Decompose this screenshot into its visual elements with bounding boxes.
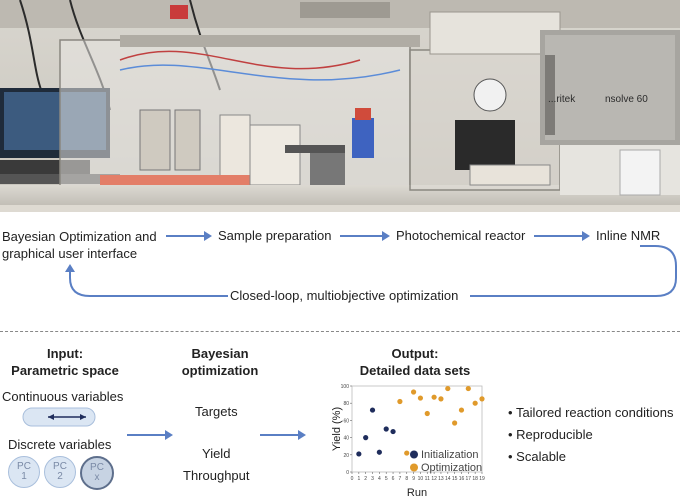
- y-tick-label: 40: [343, 436, 349, 442]
- y-tick-label: 20: [343, 453, 349, 459]
- x-tick-label: 0: [351, 476, 354, 482]
- plot-frame: [351, 385, 483, 473]
- loop-label: Closed-loop, multiobjective optimization: [230, 288, 459, 303]
- x-tick-label: 7: [399, 476, 402, 482]
- outcome-reproducible: Reproducible: [508, 427, 593, 442]
- yield-label: Yield: [202, 446, 231, 461]
- x-tick-label: 6: [392, 476, 395, 482]
- input-to-bayes-arrow: [127, 430, 173, 440]
- legend-label-initialization: Initialization: [421, 449, 478, 461]
- x-tick-label: 3: [371, 476, 374, 482]
- data-point-initialization: [376, 449, 382, 455]
- data-point-optimization: [479, 396, 485, 402]
- bayes-heading-line2: optimization: [181, 363, 259, 378]
- data-point-optimization: [452, 420, 458, 426]
- x-tick-label: 10: [418, 476, 424, 482]
- x-tick-label: 14: [445, 476, 451, 482]
- lab-photo: nsolve 60 ...ritek: [0, 0, 680, 212]
- bayes-heading: Bayesian optimization: [165, 345, 275, 379]
- legend-label-optimization: Optimization: [421, 462, 482, 474]
- x-tick-label: 18: [472, 476, 478, 482]
- y-tick-label: 100: [341, 384, 350, 390]
- data-point-initialization: [369, 407, 376, 413]
- flow-step-bayesian-line2: graphical user interface: [2, 246, 138, 261]
- data-point-optimization: [404, 450, 410, 456]
- output-heading-line2: Detailed data sets: [359, 363, 471, 378]
- pc-1-line2: 1: [21, 471, 27, 482]
- section-divider: [0, 331, 680, 332]
- pc-1-line1: PC: [17, 461, 31, 472]
- continuous-variables-label: Continuous variables: [2, 389, 124, 404]
- flow-step-bayesian-line1: Bayesian Optimization and: [2, 229, 157, 244]
- outcome-scalable: Scalable: [508, 449, 566, 464]
- x-tick-label: 9: [412, 476, 415, 482]
- data-point-initialization: [390, 428, 396, 435]
- pc-2-line1: PC: [53, 461, 67, 472]
- flow-arrows: [65, 231, 677, 297]
- legend-marker-initialization: [410, 450, 418, 459]
- x-tick-label: 2: [364, 476, 367, 482]
- y-tick-label: 60: [343, 418, 349, 424]
- pc-x-line1: PC: [90, 462, 104, 473]
- x-tick-label: 4: [378, 476, 381, 482]
- data-point-optimization: [445, 385, 451, 392]
- y-axis-label: Yield (%): [331, 407, 343, 451]
- data-point-optimization: [438, 396, 444, 402]
- brand-label: ...ritek: [548, 94, 576, 105]
- input-heading-line2: Parametric space: [11, 363, 119, 378]
- x-tick-label: 13: [438, 476, 444, 482]
- loop-arrow-right: [470, 245, 677, 297]
- x-tick-label: 8: [405, 476, 408, 482]
- x-tick-label: 5: [385, 476, 388, 482]
- data-point-optimization: [458, 407, 465, 413]
- pc-x-line2: x: [94, 472, 100, 483]
- x-tick-label: 16: [459, 476, 465, 482]
- y-tick-label: 0: [346, 470, 349, 476]
- data-point-optimization: [410, 389, 417, 395]
- x-axis-label: Run: [407, 487, 427, 499]
- bayes-to-output-arrow: [260, 430, 306, 440]
- data-point-optimization: [465, 385, 471, 392]
- bayes-heading-line1: Bayesian: [191, 346, 249, 361]
- data-point-optimization: [472, 400, 478, 406]
- flow-step-inline-nmr: Inline NMR: [596, 228, 661, 243]
- x-tick-label: 12: [431, 476, 437, 482]
- targets-label: Targets: [195, 404, 238, 419]
- data-point-optimization: [397, 398, 403, 405]
- output-heading: Output: Detailed data sets: [345, 345, 485, 379]
- x-tick-label: 11: [425, 476, 430, 482]
- input-heading: Input: Parametric space: [10, 345, 120, 379]
- data-point-initialization: [383, 426, 389, 432]
- loop-arrow-left: [69, 268, 228, 297]
- x-tick-label: 1: [357, 476, 360, 482]
- y-tick-label: 80: [343, 401, 349, 407]
- input-heading-line1: Input:: [46, 346, 84, 361]
- continuous-slider-icon: [22, 407, 96, 427]
- data-point-optimization: [417, 395, 424, 401]
- data-point-optimization: [431, 394, 437, 400]
- data-point-optimization: [424, 410, 430, 417]
- discrete-variables-label: Discrete variables: [8, 437, 112, 452]
- legend-marker-optimization: [410, 463, 418, 472]
- x-tick-label: 19: [479, 476, 485, 482]
- outcome-tailored: Tailored reaction conditions: [508, 405, 674, 420]
- flow-step-sample-prep: Sample preparation: [218, 228, 332, 243]
- flow-step-bayesian-gui: Bayesian Optimization and graphical user…: [2, 228, 162, 262]
- output-heading-line1: Output:: [391, 346, 439, 361]
- flow-step-photoreactor: Photochemical reactor: [396, 228, 526, 243]
- data-point-initialization: [363, 435, 369, 441]
- nmr-model-label: nsolve 60: [605, 94, 648, 105]
- x-tick-label: 15: [452, 476, 458, 482]
- data-point-initialization: [356, 451, 362, 457]
- pc-2-line2: 2: [57, 471, 63, 482]
- x-tick-label: 17: [466, 476, 472, 482]
- throughput-label: Throughput: [183, 468, 250, 483]
